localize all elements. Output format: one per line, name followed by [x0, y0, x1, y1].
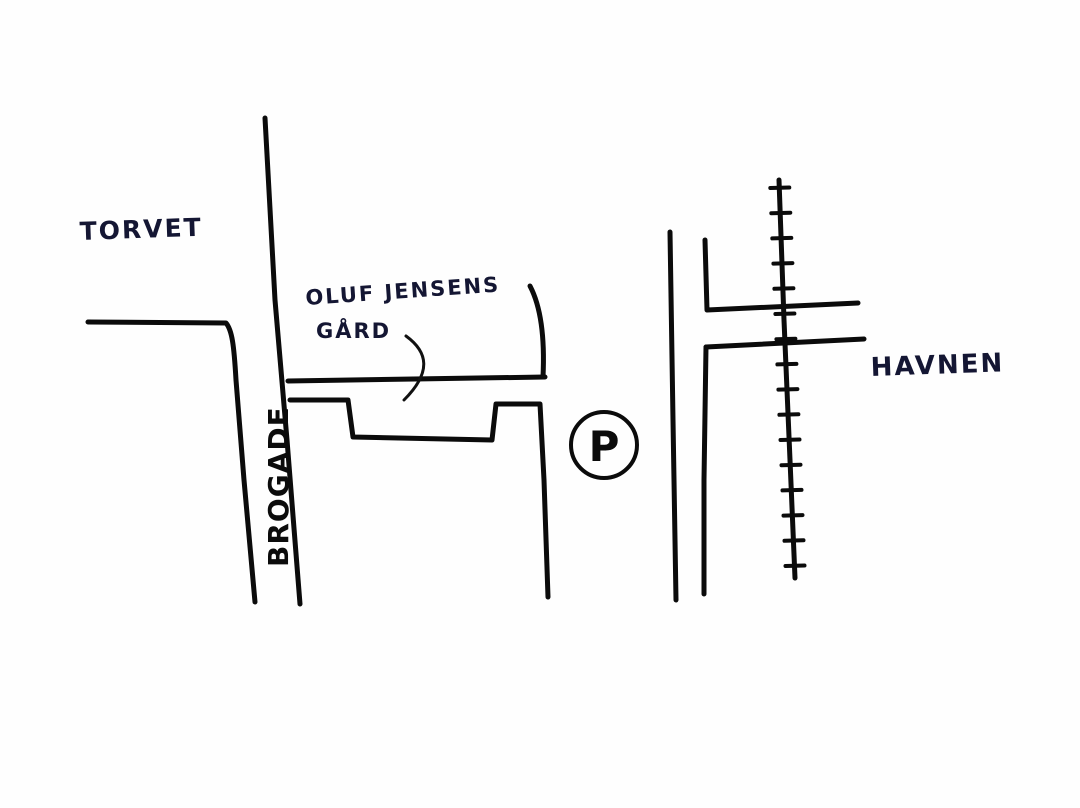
railway-tie: [779, 462, 803, 468]
railway-tie: [771, 261, 795, 266]
railway-track-icon: [768, 177, 807, 581]
railway-tie: [782, 538, 806, 543]
railway-tie: [775, 361, 799, 367]
railway-tie: [776, 387, 800, 392]
courtyard-label-line2: GÅRD: [316, 318, 391, 343]
railway-tie: [783, 563, 807, 568]
courtyard-pointer: [402, 334, 426, 402]
harbour-road-west: [667, 229, 679, 603]
brogade-street-edge: [262, 115, 303, 607]
building-outline: [287, 397, 551, 600]
railway-ties: [768, 185, 807, 568]
courtyard-north-edge: [285, 374, 548, 384]
courtyard-east-curve: [527, 283, 546, 380]
railway-tie: [774, 336, 798, 342]
parking-circle: [569, 410, 639, 480]
railway-tie: [769, 210, 793, 216]
harbour-road-east-lower-vertical: [701, 344, 709, 597]
railway-tie: [768, 185, 792, 190]
railway-tie: [780, 487, 804, 493]
railway-tie: [772, 286, 796, 291]
railway-tie: [777, 412, 801, 417]
brogade-label: BROGADE: [262, 406, 295, 567]
torvet-street-edge: [85, 319, 258, 605]
parking-icon: P: [569, 410, 639, 480]
railway-tie: [778, 437, 802, 442]
torvet-label: TORVET: [79, 213, 203, 246]
railway-tie: [770, 235, 794, 241]
railway-tie: [781, 513, 805, 518]
parking-letter: P: [589, 422, 620, 471]
harbour-road-east: [702, 237, 861, 313]
courtyard-label-line1: OLUF JENSENS: [305, 272, 501, 310]
havnen-label: HAVNEN: [870, 348, 1004, 383]
roads: [85, 115, 867, 607]
railway-tie: [773, 311, 797, 316]
